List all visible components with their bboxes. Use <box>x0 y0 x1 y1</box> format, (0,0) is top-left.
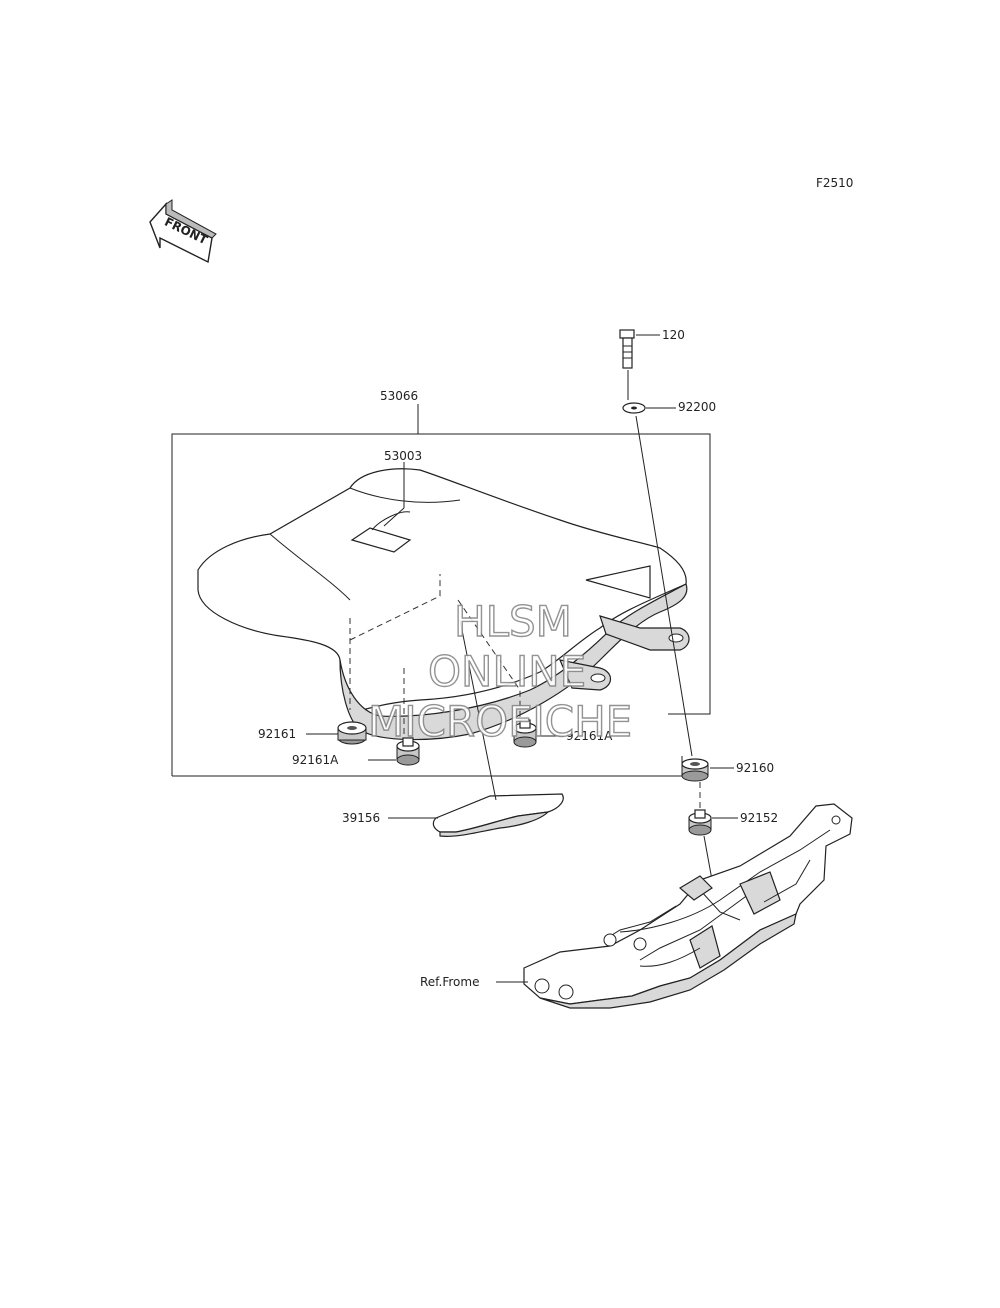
callout-92160: 92160 <box>736 761 774 775</box>
watermark-line-2: ONLINE <box>428 647 586 696</box>
callout-92152: 92152 <box>740 811 778 825</box>
watermark: HLSM ONLINE MICROFICHE <box>367 596 633 746</box>
callout-92200: 92200 <box>678 400 716 414</box>
watermark-line-1: HLSM <box>454 597 572 646</box>
callout-92161a-left: 92161A <box>292 753 339 767</box>
figure-code: F2510 <box>816 176 853 190</box>
callout-53003: 53003 <box>384 449 422 463</box>
front-arrow-icon: FRONT <box>149 199 217 264</box>
callout-53066: 53066 <box>380 389 418 403</box>
callout-ref-frame: Ref.Frome <box>420 975 479 989</box>
assembly-bracket <box>171 433 711 776</box>
collar-92161a-right <box>513 719 537 748</box>
washer-92200 <box>622 402 646 414</box>
pad-39156 <box>432 793 564 837</box>
callout-92161: 92161 <box>258 727 296 741</box>
watermark-line-3: MICROFICHE <box>368 697 632 746</box>
collar-92152 <box>688 782 712 836</box>
callout-92161a-right: 92161A <box>566 729 613 743</box>
bolt-120 <box>619 329 635 369</box>
collar-92161a-left <box>396 737 420 766</box>
grommet-92161 <box>337 721 367 745</box>
callout-39156: 39156 <box>342 811 380 825</box>
frame-part <box>523 803 853 1009</box>
callout-120: 120 <box>662 328 685 342</box>
grommet-92160 <box>681 758 709 782</box>
seat-part <box>197 468 690 741</box>
